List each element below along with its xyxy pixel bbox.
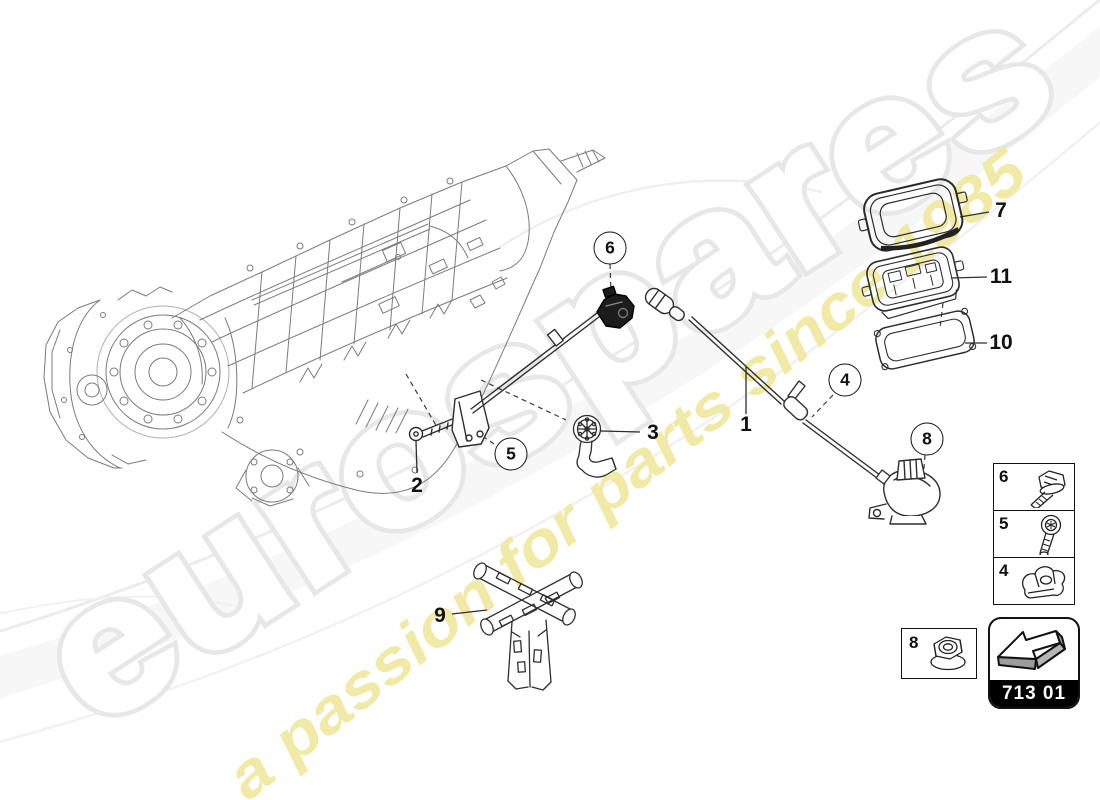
swoosh-curves [0, 0, 1100, 744]
torx-screw-icon [1039, 514, 1062, 555]
callout-circle-8[interactable]: 8 [910, 422, 944, 456]
transmission-drawing [43, 148, 606, 507]
legend-item-6[interactable]: 6 [994, 464, 1074, 511]
selector-unit [868, 458, 941, 525]
callout-label-10[interactable]: 10 [989, 331, 1013, 354]
selector-cable-assembly [408, 285, 941, 525]
callout-label-2[interactable]: 2 [411, 474, 423, 497]
part-group-badge[interactable]: 713 01 [988, 617, 1080, 709]
callout-circle-6[interactable]: 6 [593, 231, 627, 265]
housing-tray-part11 [861, 246, 965, 320]
callout-circle-5[interactable]: 5 [494, 437, 528, 471]
direction-arrow-icon [997, 630, 1066, 670]
legend-num-4: 4 [999, 561, 1009, 580]
legend-num-5: 5 [999, 514, 1009, 533]
flange-nut-icon [930, 636, 966, 671]
flange-bolt-icon [1030, 470, 1066, 508]
leader-lines-dashed [405, 263, 944, 481]
cable-clamp-icon [1021, 566, 1066, 599]
leader-lines-solid [415, 211, 990, 615]
legend-item-8[interactable]: 8 [901, 628, 977, 679]
cover-frame-part7 [857, 178, 968, 252]
legend-num-8: 8 [909, 633, 919, 652]
cross-bracket-part9 [473, 562, 583, 691]
callout-label-3[interactable]: 3 [647, 421, 659, 444]
callout-circle-4[interactable]: 4 [828, 363, 862, 397]
part-group-code: 713 01 [990, 680, 1078, 707]
callout-label-11[interactable]: 11 [989, 265, 1013, 288]
seal-gasket-part10 [873, 307, 977, 371]
callout-label-1[interactable]: 1 [740, 413, 752, 436]
legend-num-6: 6 [999, 467, 1009, 486]
cable-coupler [644, 287, 685, 322]
legend-item-5[interactable]: 5 [994, 511, 1074, 558]
legend-item-4[interactable]: 4 [994, 558, 1074, 604]
callout-label-9[interactable]: 9 [434, 604, 446, 627]
relay-lever-part3 [572, 414, 617, 478]
fastener-legend: 6 5 4 [993, 463, 1075, 605]
cable-end-connector [596, 285, 635, 329]
callout-label-7[interactable]: 7 [995, 199, 1007, 222]
